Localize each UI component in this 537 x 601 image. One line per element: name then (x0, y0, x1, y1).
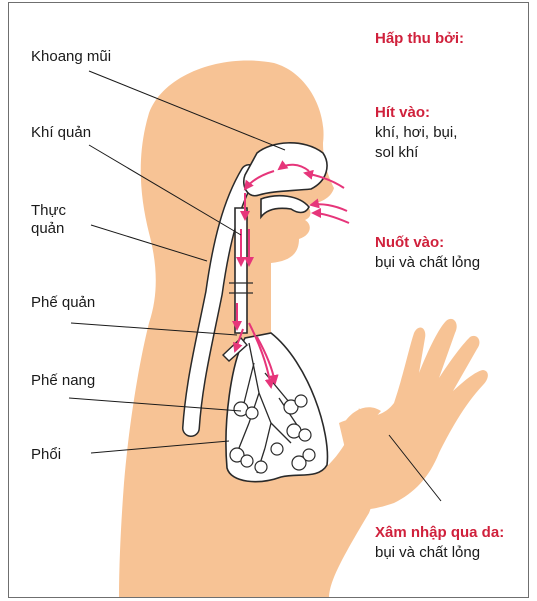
swallow-line1: bụi và chất lỏng (375, 253, 480, 273)
skin-line1: bụi và chất lỏng (375, 543, 480, 563)
label-esophagus-line1: Thực (31, 201, 66, 221)
inhale-line2: sol khí (375, 143, 418, 163)
inhale-line1: khí, hơi, bụi, (375, 123, 457, 143)
label-lungs: Phổi (31, 445, 61, 465)
diagram-frame: Khoang mũi Khí quản Thực quản Phế quản P… (8, 2, 529, 598)
label-esophagus-line2: quản (31, 219, 64, 239)
swallow-title: Nuốt vào: (375, 233, 444, 253)
label-bronchi: Phế quản (31, 293, 95, 313)
skin-title: Xâm nhập qua da: (375, 523, 504, 543)
label-trachea: Khí quản (31, 123, 91, 143)
absorption-heading: Hấp thu bởi: (375, 29, 464, 49)
label-nasal-cavity: Khoang mũi (31, 47, 111, 67)
label-alveoli: Phế nang (31, 371, 95, 391)
inhale-title: Hít vào: (375, 103, 430, 123)
